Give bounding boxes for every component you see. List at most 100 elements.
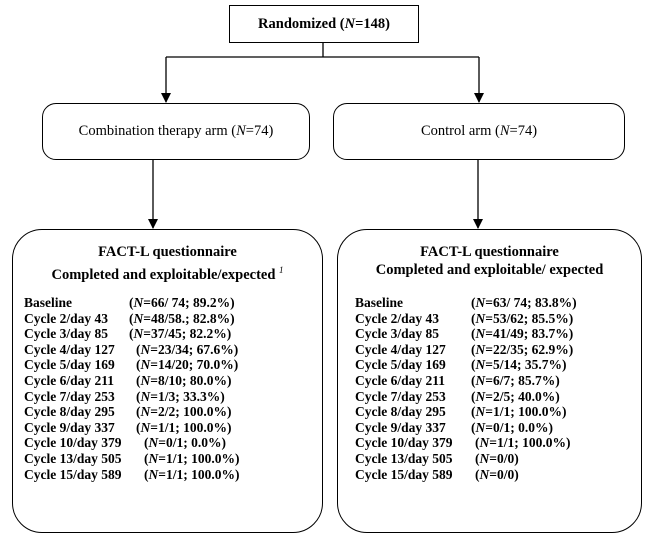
row-value-n-letter: N (140, 388, 151, 404)
control-questionnaire-title: FACT-L questionnaire (420, 244, 559, 260)
control-arm-n-value: =74) (509, 123, 538, 139)
randomized-box: Randomized (N=148) (229, 5, 419, 43)
row-value: (N=0/1; 0.0%) (471, 420, 553, 436)
row-value-rest: =0/1; 0.0%) (485, 419, 553, 435)
row-value-rest: =1/3; 33.3%) (150, 388, 225, 404)
combination-questionnaire-box: FACT-L questionnaire Completed and explo… (12, 229, 323, 533)
row-value-n-letter: N (475, 419, 486, 435)
combination-arm-label: Combination therapy arm ( (78, 123, 237, 139)
row-value: (N=0/0) (475, 451, 519, 467)
row-value: (N=63/ 74; 83.8%) (471, 295, 577, 311)
row-label: Cycle 10/day 379 (24, 435, 122, 451)
row-value: (N=22/35; 62.9%) (471, 342, 573, 358)
row-value-n-letter: N (475, 310, 486, 326)
row-value-rest: =23/34; 67.6%) (150, 341, 239, 357)
row-value-rest: =5/14; 35.7%) (485, 357, 567, 373)
row-value: (N=14/20; 70.0%) (136, 357, 238, 373)
row-label: Cycle 10/day 379 (355, 435, 453, 451)
control-questionnaire-subtitle: Completed and exploitable/ expected (375, 262, 604, 278)
row-value: (N=0/0) (475, 467, 519, 483)
row-label: Cycle 13/day 505 (355, 450, 453, 466)
row-value: (N=1/1; 100.0%) (136, 420, 231, 436)
row-value-n-letter: N (133, 295, 144, 310)
row-value-n-letter: N (475, 326, 486, 342)
row-value: (N=66/ 74; 89.2%) (129, 295, 235, 311)
footnote-marker: 1 (279, 265, 284, 275)
row-value: (N=0/1; 0.0%) (144, 435, 226, 451)
row-value-open: ( (144, 435, 149, 451)
randomized-n-value: =148) (355, 15, 390, 32)
row-value-n-letter: N (475, 357, 486, 373)
row-value-n-letter: N (475, 404, 486, 420)
row-value-rest: =8/10; 80.0%) (150, 372, 232, 388)
row-label: Cycle 9/day 337 (24, 419, 115, 435)
row-value-n-letter: N (475, 372, 486, 388)
row-value-open: ( (144, 466, 149, 482)
row-value-n-letter: N (140, 404, 151, 420)
row-value-rest: =2/2; 100.0%) (150, 404, 232, 420)
row-value-n-letter: N (475, 295, 486, 310)
row-value: (N=1/1; 100.0%) (144, 451, 239, 467)
row-value-n-letter: N (479, 466, 490, 482)
row-value-rest: =1/1; 100.0%) (150, 419, 232, 435)
row-label: Cycle 9/day 337 (355, 419, 446, 435)
row-value-n-letter: N (148, 466, 159, 482)
row-value: (N=6/7; 85.7%) (471, 373, 560, 389)
row-value-open: ( (129, 326, 134, 342)
row-value: (N=5/14; 35.7%) (471, 357, 566, 373)
row-value: (N=2/5; 40.0%) (471, 389, 560, 405)
row-value-open: ( (471, 372, 476, 388)
row-value: (N=8/10; 80.0%) (136, 373, 231, 389)
row-value-rest: =6/7; 85.7%) (485, 372, 560, 388)
row-value-n-letter: N (140, 357, 151, 373)
row-value-open: ( (471, 419, 476, 435)
row-value-open: ( (471, 388, 476, 404)
row-label: Cycle 13/day 505 (24, 450, 122, 466)
control-arm-label: Control arm ( (420, 123, 500, 139)
row-value-rest: =1/1; 100.0%) (485, 404, 567, 420)
row-label: Cycle 6/day 211 (24, 372, 114, 388)
row-value: (N=53/62; 85.5%) (471, 311, 573, 327)
row-label: Cycle 2/day 43 (355, 310, 439, 326)
row-value-rest: =41/49; 83.7%) (485, 326, 574, 342)
row-label: Cycle 5/day 169 (355, 357, 446, 373)
row-value-rest: =2/5; 40.0%) (485, 388, 560, 404)
row-value-open: ( (136, 341, 141, 357)
row-value-open: ( (471, 295, 476, 310)
row-value-open: ( (471, 341, 476, 357)
row-label: Cycle 7/day 253 (24, 388, 115, 404)
row-label: Cycle 3/day 85 (24, 326, 108, 342)
row-value-n-letter: N (479, 435, 490, 451)
combination-subtitle-text: Completed and exploitable/expected (51, 266, 280, 283)
combination-therapy-arm-box: Combination therapy arm (N =74) (42, 103, 310, 160)
combination-arm-n-value: =74) (245, 123, 274, 139)
row-value-open: ( (136, 357, 141, 373)
row-value: (N=1/1; 100.0%) (144, 467, 239, 483)
row-value-open: ( (475, 450, 480, 466)
row-label: Cycle 8/day 295 (355, 404, 446, 420)
randomized-label: Randomized ( (258, 15, 345, 32)
row-value: (N=48/58.; 82.8%) (129, 311, 235, 327)
row-value-n-letter: N (140, 372, 151, 388)
row-value-rest: =14/20; 70.0%) (150, 357, 239, 373)
row-value-n-letter: N (133, 310, 144, 326)
row-value-open: ( (475, 466, 480, 482)
randomized-n-letter: N (344, 15, 356, 32)
row-value-open: ( (136, 372, 141, 388)
row-value-rest: =0/0) (489, 466, 519, 482)
row-label: Cycle 3/day 85 (355, 326, 439, 342)
row-value-n-letter: N (140, 419, 151, 435)
row-value-rest: =66/ 74; 89.2%) (143, 295, 235, 310)
row-value-rest: =53/62; 85.5%) (485, 310, 574, 326)
row-value-n-letter: N (479, 450, 490, 466)
row-value-n-letter: N (148, 435, 159, 451)
row-label: Cycle 2/day 43 (24, 310, 108, 326)
control-arm-n-letter: N (499, 123, 510, 139)
row-value-rest: =0/1; 0.0%) (158, 435, 226, 451)
row-value-open: ( (471, 357, 476, 373)
row-value-rest: =1/1; 100.0%) (489, 435, 571, 451)
row-label: Cycle 5/day 169 (24, 357, 115, 373)
row-value-rest: =22/35; 62.9%) (485, 341, 574, 357)
row-label: Cycle 6/day 211 (355, 372, 445, 388)
row-value-open: ( (475, 435, 480, 451)
